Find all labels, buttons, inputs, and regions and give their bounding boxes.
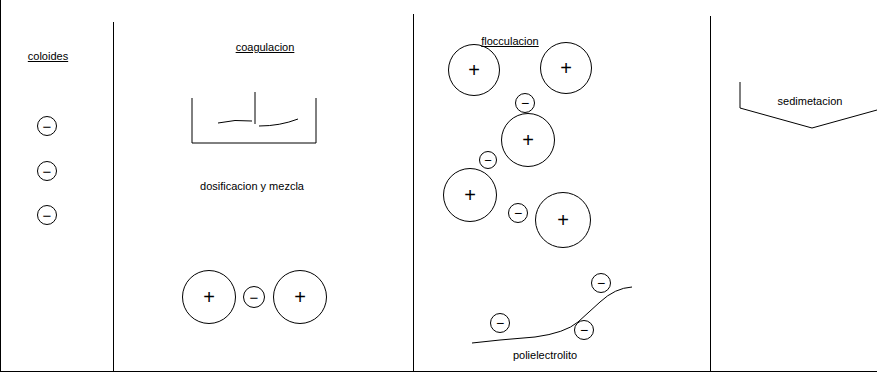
column-heading: coloides bbox=[28, 50, 68, 63]
charged-particle: + bbox=[273, 270, 327, 324]
charge-sign: − bbox=[521, 96, 529, 110]
charge-sign: − bbox=[496, 316, 504, 330]
charge-sign: + bbox=[560, 58, 572, 78]
charge-sign: + bbox=[203, 287, 215, 307]
stirrer-blade bbox=[218, 120, 252, 123]
column-heading: coagulacion bbox=[236, 41, 295, 54]
charge-sign: + bbox=[522, 130, 534, 150]
column-heading: sedimetacion bbox=[778, 95, 843, 108]
charge-sign: − bbox=[514, 206, 522, 220]
frame-line bbox=[0, 371, 877, 372]
colloid-particle: − bbox=[490, 313, 510, 333]
charged-particle: + bbox=[448, 44, 500, 96]
charge-sign: + bbox=[294, 287, 306, 307]
charge-sign: − bbox=[484, 154, 492, 167]
column-divider bbox=[413, 14, 414, 372]
stirrer-shaft bbox=[255, 92, 256, 124]
colloid-particle: − bbox=[243, 286, 265, 308]
charged-particle: + bbox=[535, 192, 591, 248]
charge-sign: − bbox=[43, 164, 52, 179]
charged-particle: + bbox=[443, 168, 497, 222]
charge-sign: + bbox=[468, 60, 480, 80]
colloid-particle: − bbox=[591, 273, 611, 293]
charged-particle: + bbox=[501, 113, 555, 167]
charged-particle: + bbox=[182, 270, 236, 324]
frame-line bbox=[0, 0, 1, 372]
charge-sign: − bbox=[580, 323, 588, 337]
column-divider bbox=[710, 16, 711, 372]
step-caption: dosificacion y mezcla bbox=[200, 180, 304, 193]
colloid-particle: − bbox=[37, 205, 57, 225]
colloid-particle: − bbox=[574, 320, 594, 340]
charge-sign: − bbox=[250, 290, 259, 305]
charged-particle: + bbox=[540, 42, 592, 94]
colloid-particle: − bbox=[515, 93, 535, 113]
colloid-particle: − bbox=[37, 161, 57, 181]
charge-sign: + bbox=[464, 185, 476, 205]
colloid-particle: − bbox=[508, 203, 528, 223]
colloid-particle: − bbox=[37, 116, 57, 136]
polyelectrolyte-chain bbox=[472, 287, 632, 343]
column-heading: flocculacion bbox=[481, 35, 538, 48]
charge-sign: − bbox=[597, 276, 605, 290]
column-divider bbox=[113, 22, 114, 372]
part-name: polielectrolito bbox=[513, 349, 577, 362]
charge-sign: − bbox=[43, 208, 52, 223]
charge-sign: + bbox=[557, 210, 569, 230]
stirrer-blade bbox=[259, 119, 298, 126]
colloid-particle: − bbox=[479, 151, 497, 169]
settling-basin bbox=[740, 82, 877, 128]
charge-sign: − bbox=[43, 119, 52, 134]
mixing-tank bbox=[192, 98, 316, 143]
